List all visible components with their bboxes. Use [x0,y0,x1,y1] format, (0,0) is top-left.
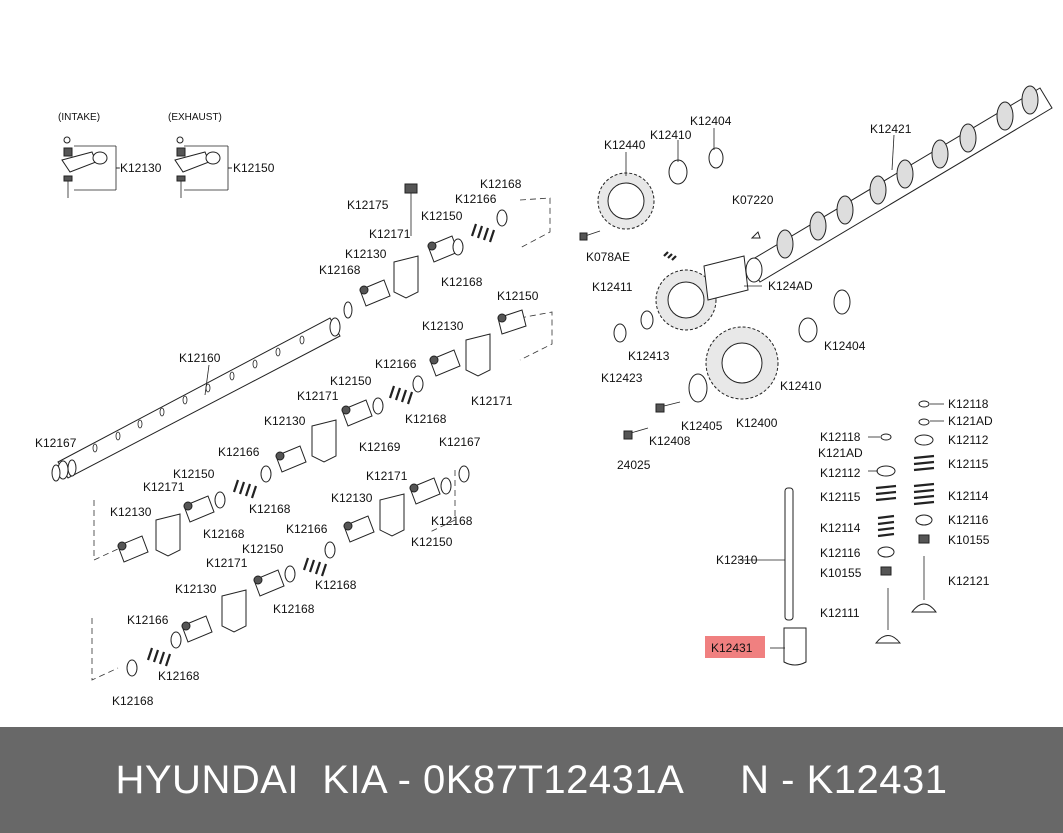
leader-lines [116,128,944,649]
part-label[interactable]: K12166 [375,357,417,371]
part-label[interactable]: K12116 [948,513,989,527]
part-label[interactable]: K12175 [347,198,389,212]
part-label[interactable]: K12150 [411,535,453,549]
part-label[interactable]: K12171 [471,394,513,408]
part-label[interactable]: K12112 [820,466,861,480]
part-label[interactable]: K12150 [330,374,372,388]
rocker-components [117,183,527,677]
footer-bar: HYUNDAI KIA - 0K87T12431A N - K12431 [0,727,1063,833]
part-number-caption: HYUNDAI KIA - 0K87T12431A N - K12431 [115,758,948,802]
part-label[interactable]: K12168 [273,602,315,616]
part-label[interactable]: K12171 [297,389,339,403]
exploded-view-drawing: (INTAKE) (EXHAUST) [35,85,1053,708]
part-label[interactable]: K121AD [818,446,863,460]
part-label[interactable]: K121AD [948,414,993,428]
part-label[interactable]: K12423 [601,371,643,385]
part-label[interactable]: K12413 [628,349,670,363]
part-label[interactable]: K12114 [820,521,861,535]
part-label[interactable]: K12130 [120,161,162,175]
part-label[interactable]: K12171 [143,480,185,494]
exhaust-header: (EXHAUST) [168,112,222,123]
part-label[interactable]: K12168 [249,502,291,516]
part-label[interactable]: K12112 [948,433,989,447]
part-label[interactable]: K12130 [422,319,464,333]
part-label[interactable]: K12410 [650,128,692,142]
part-label[interactable]: K12130 [110,505,152,519]
part-label[interactable]: K12167 [439,435,481,449]
part-label[interactable]: K07220 [732,193,774,207]
part-label[interactable]: K12111 [820,606,860,620]
intake-rocker-assembly [61,136,120,198]
part-label[interactable]: K12404 [824,339,866,353]
part-label[interactable]: K12150 [242,542,284,556]
part-label[interactable]: K12150 [173,467,215,481]
part-label[interactable]: K12150 [233,161,275,175]
part-label[interactable]: K12310 [716,553,758,567]
part-label[interactable]: K12410 [780,379,822,393]
part-label[interactable]: K12169 [359,440,401,454]
camshaft-components [579,85,1053,440]
part-label[interactable]: K12440 [604,138,646,152]
part-label[interactable]: K12116 [820,546,861,560]
part-label[interactable]: K12408 [649,434,691,448]
part-label[interactable]: K12421 [870,122,912,136]
part-label[interactable]: K12115 [820,490,861,504]
valve-components [783,400,938,666]
part-label[interactable]: K12168 [315,578,357,592]
part-label[interactable]: K12118 [820,430,861,444]
part-label-highlighted[interactable]: K12431 [711,641,753,655]
part-label[interactable]: 24025 [617,458,651,472]
part-label[interactable]: K078AE [586,250,630,264]
part-label[interactable]: K12168 [431,514,473,528]
part-label[interactable]: K12400 [736,416,778,430]
part-label[interactable]: K12130 [345,247,387,261]
part-label[interactable]: K12160 [179,351,221,365]
part-label[interactable]: K12168 [441,275,483,289]
part-label[interactable]: K12168 [158,669,200,683]
part-label[interactable]: K12130 [331,491,373,505]
parts-diagram: (INTAKE) (EXHAUST) [35,85,1053,708]
exhaust-rocker-assembly [174,136,232,198]
part-label[interactable]: K12404 [690,114,732,128]
part-label[interactable]: K124AD [768,279,813,293]
part-label[interactable]: K12115 [948,457,989,471]
part-labels: K12130 K12150 K12175 K12166 K12168 K1215… [35,114,993,708]
part-label[interactable]: K12166 [455,192,497,206]
part-label[interactable]: K12121 [948,574,990,588]
part-label[interactable]: K12118 [948,397,989,411]
part-label[interactable]: K10155 [948,533,990,547]
part-label[interactable]: K12171 [369,227,411,241]
part-label[interactable]: K12150 [421,209,463,223]
part-label[interactable]: K12114 [948,489,989,503]
part-label[interactable]: K12171 [366,469,408,483]
part-label[interactable]: K12411 [592,280,633,294]
part-label[interactable]: K12168 [319,263,361,277]
part-label[interactable]: K12405 [681,419,723,433]
highlighted-part-box [705,636,765,658]
part-label[interactable]: K12166 [127,613,169,627]
part-label[interactable]: K12130 [264,414,306,428]
part-label[interactable]: K12168 [480,177,522,191]
part-label[interactable]: K10155 [820,566,862,580]
part-label[interactable]: K12166 [286,522,328,536]
part-label[interactable]: K12130 [175,582,217,596]
part-label[interactable]: K12168 [112,694,154,708]
part-label[interactable]: K12168 [203,527,245,541]
rocker-shaft [51,301,353,482]
part-label[interactable]: K12171 [206,556,248,570]
part-label[interactable]: K12168 [405,412,447,426]
intake-header: (INTAKE) [58,112,100,123]
part-label[interactable]: K12150 [497,289,539,303]
part-label[interactable]: K12167 [35,436,77,450]
part-label[interactable]: K12166 [218,445,260,459]
